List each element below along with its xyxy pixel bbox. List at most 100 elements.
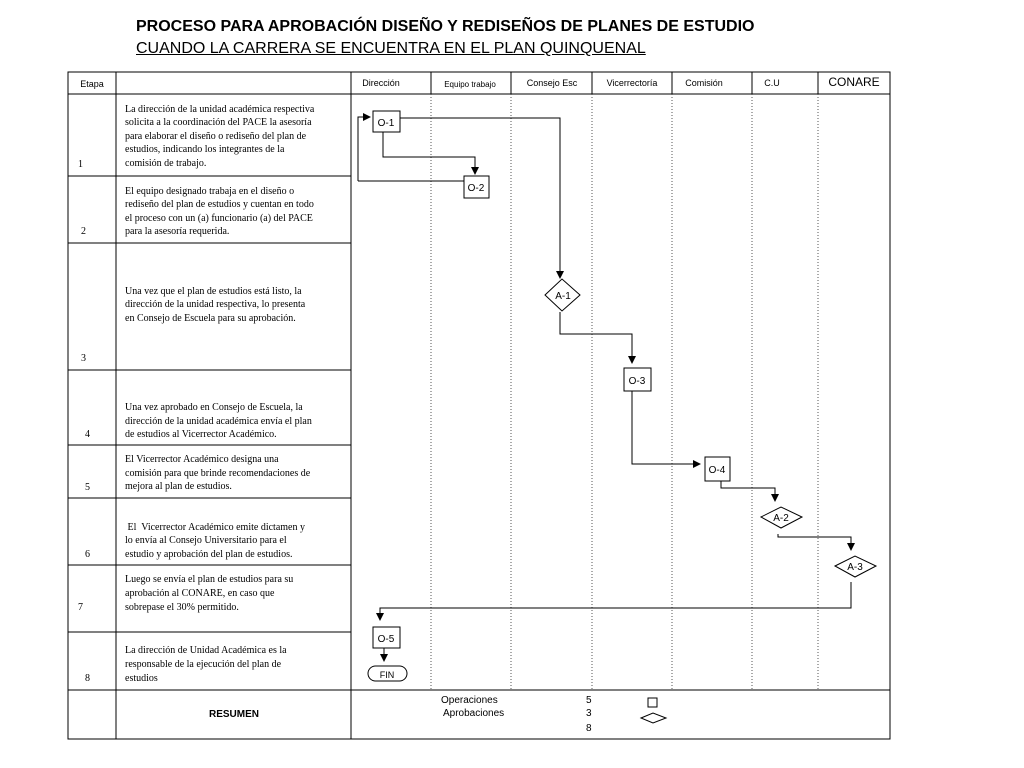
approval-diamond [759,506,804,529]
step-6-line: El Vicerrector Académico emite dictamen … [125,522,305,533]
step-3-line: en Consejo de Escuela para su aprobación… [125,313,296,324]
step-5-line: El Vicerrector Académico designa una [125,454,279,465]
step-7-line: aprobación al CONARE, en caso que [125,588,275,599]
header-equipo-trabajo: Equipo trabajo [444,80,496,89]
step-1-line: La dirección de la unidad académica resp… [125,104,315,115]
connector-o4-to-a2 [720,481,779,502]
step-5-number: 5 [85,482,90,493]
summary-label: RESUMEN [209,709,259,720]
approval-legend-icon [639,712,668,724]
step-5-line: comisión para que brinde recomendaciones… [125,468,311,479]
step-5: El Vicerrector Académico designa una com… [85,454,311,493]
summary-operaciones-label: Operaciones [441,695,498,706]
node-o1-label: O-1 [378,118,395,129]
operation-legend-icon [647,697,658,708]
node-o3: O-3 [623,367,652,392]
step-2-number: 2 [81,226,86,237]
row-separators [68,175,890,691]
approval-diamond [833,555,878,578]
step-6: El Vicerrector Académico emite dictamen … [85,522,305,560]
step-8-line: La dirección de Unidad Académica es la [125,645,287,656]
step-3-line: dirección de la unidad respectiva, lo pr… [125,299,306,310]
right-table-frame [350,71,891,740]
step-2-line: rediseño del plan de estudios y cuentan … [125,199,314,210]
step-4-number: 4 [85,429,90,440]
node-a2-label: A-2 [773,513,789,524]
node-fin: FIN [367,665,408,682]
node-o1: O-1 [372,110,401,133]
step-4-line: dirección de la unidad académica envía e… [125,416,312,427]
step-7-number: 7 [78,602,83,613]
step-6-number: 6 [85,549,90,560]
diagram-subtitle: CUANDO LA CARRERA SE ENCUENTRA EN EL PLA… [136,40,646,57]
node-a1-label: A-1 [555,291,571,302]
step-3: Una vez que el plan de estudios está lis… [81,286,306,364]
node-o4-label: O-4 [709,465,726,476]
step-6-line: lo envía al Consejo Universitario para e… [125,535,287,546]
node-o3-label: O-3 [629,376,646,387]
summary-operaciones-count: 5 [586,695,592,706]
header-direccion: Dirección [362,78,400,88]
node-o5-label: O-5 [378,634,395,645]
step-5-line: mejora al plan de estudios. [125,481,232,492]
node-o2-label: O-2 [468,183,485,194]
step-1-number: 1 [78,159,83,170]
step-3-number: 3 [81,353,86,364]
operation-box [704,456,731,482]
step-1-line: para elaborar el diseño o rediseño del p… [125,131,307,142]
step-4-line: de estudios al Vicerrector Académico. [125,429,277,440]
connector-a1-to-o3 [559,312,636,364]
node-fin-label: FIN [380,670,395,680]
terminator-shape [367,665,408,682]
summary-aprobaciones-count: 3 [586,708,592,719]
operation-box [623,367,652,392]
step-2: El equipo designado trabaja en el diseño… [81,186,314,237]
step-8-number: 8 [85,673,90,684]
connector-o1-to-o2 [382,132,479,175]
node-o2: O-2 [463,175,490,199]
step-1: La dirección de la unidad académica resp… [78,104,315,170]
node-a1: A-1 [544,278,581,312]
step-7: Luego se envía el plan de estudios para … [78,574,293,613]
flow-connectors [357,113,855,662]
header-conare: CONARE [828,75,879,89]
node-a3-label: A-3 [847,562,863,573]
header-vicerrectoria: Vicerrectoría [607,78,658,88]
step-6-line: estudio y aprobación del plan de estudio… [125,549,292,560]
step-1-line: solicita a la coordinación del PACE la a… [125,117,312,128]
connector-a2-to-a3 [777,534,855,551]
step-4-line: Una vez aprobado en Consejo de Escuela, … [125,402,303,413]
operation-box [372,626,401,649]
step-1-line: estudios, indicando los integrantes de l… [125,144,285,155]
connector-a3-to-o5 [376,582,852,621]
connector-o3-to-o4 [631,391,701,468]
step-8-line: estudios [125,673,158,684]
connector-o1-to-a1 [400,117,564,279]
node-a2: A-2 [759,506,804,529]
connector-o2-to-o1 [357,113,371,181]
node-o4: O-4 [704,456,731,482]
header-cu: C.U [764,78,780,88]
step-2-line: El equipo designado trabaja en el diseño… [125,186,294,197]
operation-box [463,175,490,199]
header-consejo-esc: Consejo Esc [527,78,578,88]
approval-diamond [544,278,581,312]
step-7-line: sobrepase el 30% permitido. [125,602,239,613]
step-3-line: Una vez que el plan de estudios está lis… [125,286,302,297]
header-comision: Comisión [685,78,723,88]
step-2-line: el proceso con un (a) funcionario (a) de… [125,213,313,224]
step-2-line: para la asesoría requerida. [125,226,229,237]
header-etapa: Etapa [80,79,104,89]
swimlane-dividers [430,94,819,690]
step-4: Una vez aprobado en Consejo de Escuela, … [85,402,312,440]
operation-box [372,110,401,133]
diagram-title: PROCESO PARA APROBACIÓN DISEÑO Y REDISEÑ… [136,18,755,35]
header-column-dividers [430,72,819,94]
step-7-line: Luego se envía el plan de estudios para … [125,574,293,585]
node-o5: O-5 [372,626,401,649]
node-a3: A-3 [833,555,878,578]
step-8: La dirección de Unidad Académica es la r… [85,645,287,684]
step-1-line: comisión de trabajo. [125,158,206,169]
summary-total: 8 [586,723,592,734]
